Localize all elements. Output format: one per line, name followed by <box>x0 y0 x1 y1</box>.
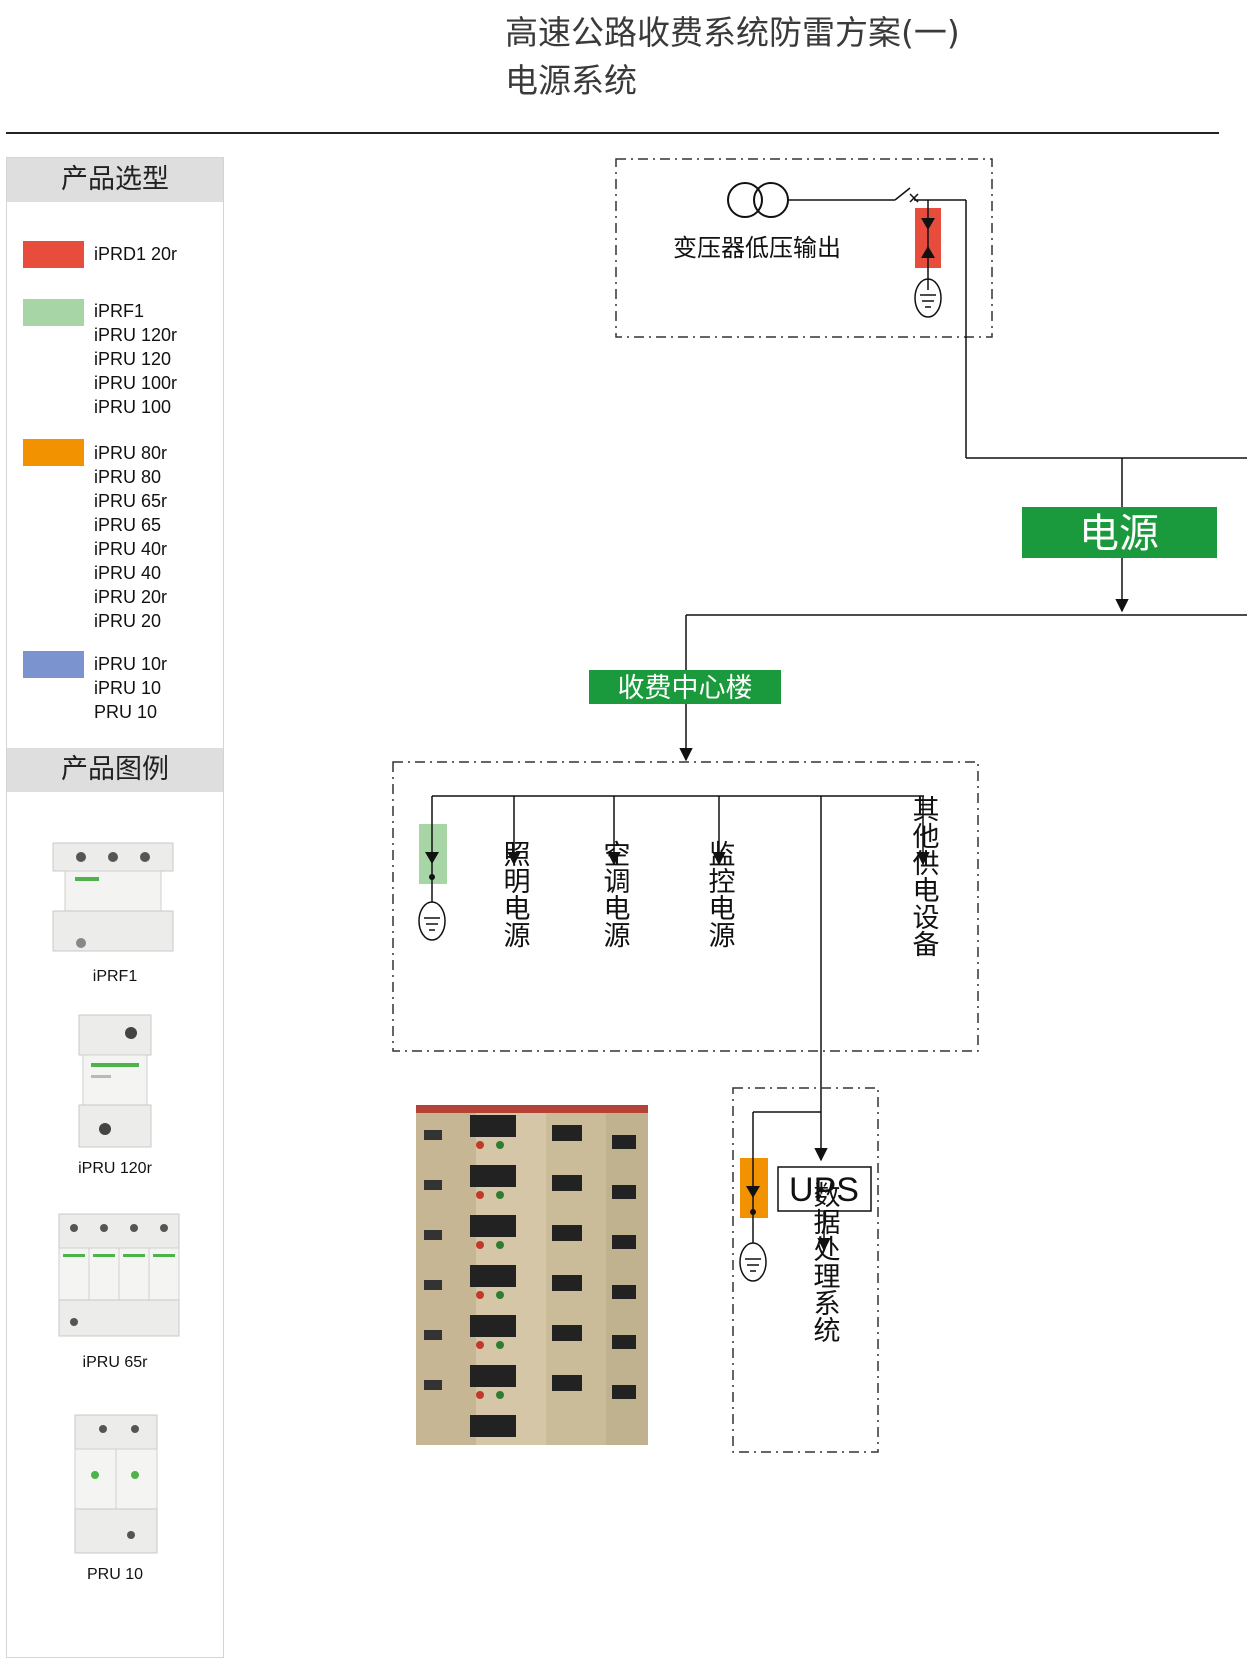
ups-box-label <box>777 1166 872 1212</box>
power-label-box <box>1022 507 1217 558</box>
branch-other-label: 其他供电设备 <box>908 795 940 957</box>
ground-icon <box>914 278 942 318</box>
product-item: iPRU 40r <box>94 539 168 559</box>
toll-center-label: 收费中心楼 <box>618 673 753 704</box>
ipru-65r-caption: iPRU 65r <box>82 1354 148 1371</box>
pru-10-caption: PRU 10 <box>86 1566 144 1583</box>
page-subtitle: 电源系统 <box>505 61 637 100</box>
ipru-120r-caption: iPRU 120r <box>78 1160 152 1177</box>
product-item: iPRU 20 <box>94 611 162 631</box>
branch-lighting-label: 照明电源 <box>499 840 530 948</box>
green-swatch <box>23 299 84 326</box>
iprf1-caption: iPRF1 <box>92 968 138 985</box>
red-swatch <box>23 241 84 268</box>
green-product-list: iPRF1 iPRU 120r iPRU 120 iPRU 100r iPRU … <box>94 299 177 419</box>
transformer-box <box>615 158 993 338</box>
ground-icon <box>739 1220 767 1282</box>
product-item: iPRU 120 <box>94 349 172 369</box>
product-item: iPRU 120r <box>94 325 178 345</box>
product-item: iPRU 10r <box>94 654 168 674</box>
product-item: iPRD1 20r <box>94 244 178 264</box>
product-item: iPRU 65 <box>94 515 162 535</box>
iprf1-product-image <box>52 842 174 952</box>
product-selection-header: 产品选型 <box>7 158 223 202</box>
switchgear-cabinet-photo <box>416 1105 648 1445</box>
product-item: iPRU 80 <box>94 467 162 487</box>
product-item: iPRU 80r <box>94 443 168 463</box>
data-system-label: 数据处理系统 <box>809 1181 841 1343</box>
product-legend-header: 产品图例 <box>7 748 223 792</box>
transformer-icon <box>727 182 789 218</box>
product-sidebar: 产品选型 iPRD1 20r iPRF1 iPRU 120r iPRU 120 … <box>6 157 224 1658</box>
product-item: iPRF1 <box>94 301 145 321</box>
breaker-x-icon <box>909 193 919 203</box>
ups-label: UPS <box>789 1171 859 1209</box>
ipru-120r-product-image <box>78 1014 152 1148</box>
switch-icon <box>894 187 911 201</box>
product-item: iPRU 10 <box>94 678 162 698</box>
product-item: iPRU 20r <box>94 587 168 607</box>
blue-swatch <box>23 651 84 678</box>
branch-ac-label: 空调电源 <box>599 840 630 948</box>
branch-monitor-label: 监控电源 <box>704 840 736 948</box>
toll-center-box <box>392 761 979 1052</box>
blue-product-list: iPRU 10r iPRU 10 PRU 10 <box>94 652 167 724</box>
page-title: 高速公路收费系统防雷方案(一) <box>505 13 960 52</box>
product-item: iPRU 100 <box>94 397 172 417</box>
orange-swatch <box>23 439 84 466</box>
toll-center-label-box <box>589 670 781 704</box>
transformer-label: 变压器低压输出 <box>673 234 841 262</box>
ground-icon <box>418 880 446 941</box>
power-label: 电源 <box>1079 511 1159 557</box>
title-divider <box>6 132 1219 134</box>
ipru-65r-product-image <box>58 1213 180 1337</box>
product-item: iPRU 40 <box>94 563 162 583</box>
red-product-list: iPRD1 20r <box>94 242 177 266</box>
product-item: iPRU 100r <box>94 373 178 393</box>
orange-product-list: iPRU 80r iPRU 80 iPRU 65r iPRU 65 iPRU 4… <box>94 441 167 633</box>
product-item: iPRU 65r <box>94 491 168 511</box>
ups-box <box>732 1087 879 1453</box>
product-item: PRU 10 <box>94 702 158 722</box>
pru-10-product-image <box>74 1414 158 1554</box>
